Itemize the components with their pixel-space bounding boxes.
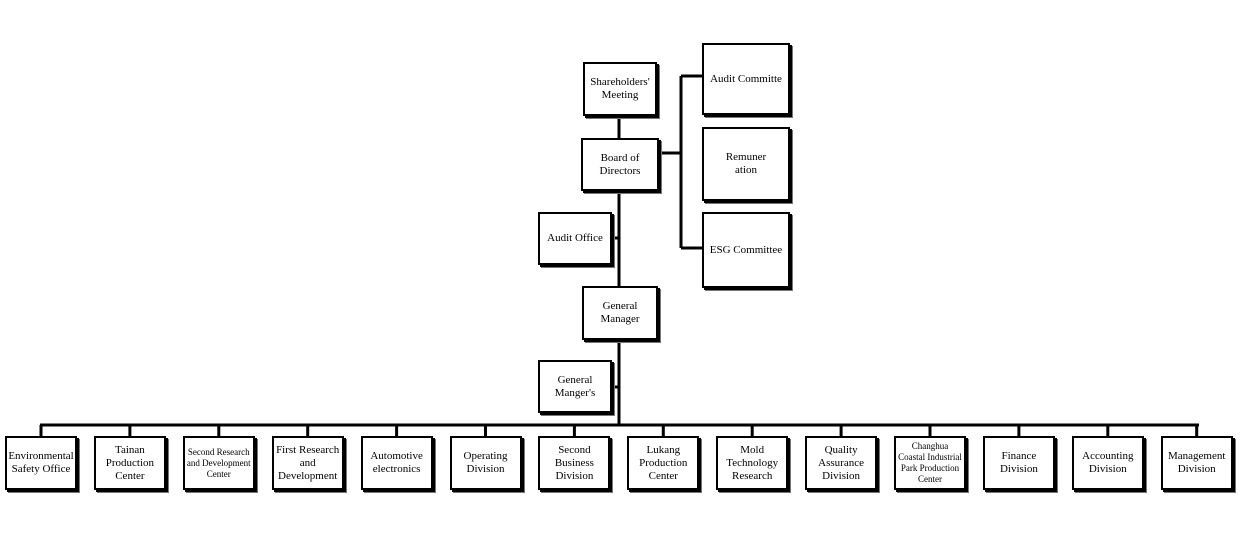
division-box: First Research and Development bbox=[271, 436, 344, 490]
audit-committee-box: Audit Committe bbox=[702, 43, 790, 115]
audit-office-label: Audit Office bbox=[547, 232, 603, 244]
division-label: Automotive electronics bbox=[370, 450, 423, 475]
division-label: Environmental Safety Office bbox=[8, 450, 74, 475]
general-manager-box: General Manager bbox=[582, 286, 658, 340]
division-label: Lukang Production Center bbox=[639, 443, 688, 482]
division-label: Mold Technology Research bbox=[726, 443, 779, 482]
remuneration-committee-label: Remuner ation bbox=[725, 151, 767, 176]
general-manager-office-box: General Manger's bbox=[538, 360, 612, 413]
division-box: Tainan Production Center bbox=[93, 436, 166, 490]
division-label: Quality Assurance Division bbox=[818, 443, 864, 482]
division-box: Finance Division bbox=[982, 436, 1055, 490]
division-label: Second Research and Development Center bbox=[186, 446, 251, 479]
esg-committee-box: ESG Committee bbox=[702, 212, 790, 288]
board-of-directors-box: Board of Directors bbox=[581, 138, 659, 191]
general-manager-label: General Manager bbox=[600, 300, 640, 325]
division-box: Second Research and Development Center bbox=[182, 436, 255, 490]
division-label: Management Division bbox=[1167, 450, 1226, 475]
esg-committee-label: ESG Committee bbox=[709, 243, 783, 256]
division-label: Operating Division bbox=[463, 450, 508, 475]
division-box: Accounting Division bbox=[1071, 436, 1144, 490]
division-box: Environmental Safety Office bbox=[5, 436, 77, 490]
remuneration-committee-box: Remuner ation bbox=[702, 127, 790, 201]
division-box: Changhua Coastal Industrial Park Product… bbox=[894, 436, 966, 490]
shareholders-meeting-box: Shareholders' Meeting bbox=[583, 62, 657, 116]
division-box: Second Business Division bbox=[538, 436, 611, 490]
division-label: First Research and Development bbox=[276, 443, 340, 482]
division-label: Tainan Production Center bbox=[105, 443, 155, 482]
audit-office-box: Audit Office bbox=[538, 212, 612, 265]
division-box: Quality Assurance Division bbox=[805, 436, 878, 490]
division-box: Automotive electronics bbox=[360, 436, 433, 490]
division-box: Operating Division bbox=[449, 436, 522, 490]
division-label: Second Business Division bbox=[554, 443, 594, 482]
division-label: Finance Division bbox=[999, 450, 1038, 475]
board-of-directors-label: Board of Directors bbox=[599, 151, 641, 177]
division-box: Management Division bbox=[1160, 436, 1233, 490]
division-label: Changhua Coastal Industrial Park Product… bbox=[898, 441, 962, 484]
division-box: Lukang Production Center bbox=[627, 436, 700, 490]
general-manager-office-label: General Manger's bbox=[554, 373, 596, 399]
division-label: Accounting Division bbox=[1082, 450, 1134, 475]
shareholders-meeting-label: Shareholders' Meeting bbox=[590, 76, 650, 101]
audit-committee-label: Audit Committe bbox=[710, 72, 782, 85]
division-box: Mold Technology Research bbox=[716, 436, 789, 490]
